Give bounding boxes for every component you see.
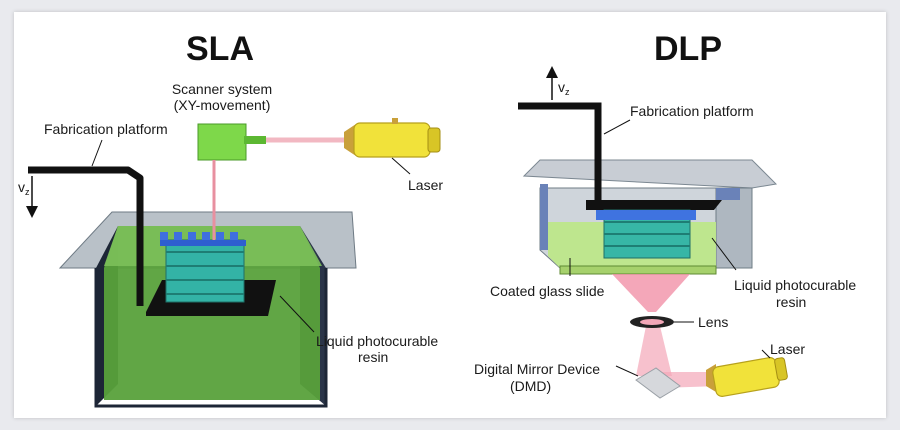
dlp-lens: [630, 316, 674, 328]
sla-fabrication-platform: [26, 166, 144, 306]
sla-scanner-label-1: Scanner system: [172, 81, 272, 97]
sla-platform-leader: [91, 139, 103, 167]
dlp-laser: [706, 357, 788, 397]
dlp-laser-leader: [761, 349, 771, 359]
dlp-dmd-leader: [615, 365, 639, 377]
sla-printed-part: [165, 239, 245, 303]
dlp-beam-lower: [636, 326, 672, 376]
dlp-lens-label: Lens: [698, 314, 728, 330]
dlp-glass-slide: [559, 265, 717, 275]
sla-resin-label-1: Liquid photocurable: [316, 333, 438, 349]
sla-title: SLA: [186, 30, 254, 68]
dlp-fabrication-platform: [518, 66, 722, 210]
dlp-platform-leader: [603, 119, 631, 135]
dlp-resin-label-2: resin: [776, 294, 806, 310]
sla-resin-label-2: resin: [358, 349, 388, 365]
dlp-laser-label: Laser: [770, 341, 805, 357]
sla-vz-label: vz: [18, 179, 30, 197]
dlp-build-plate: [586, 200, 722, 210]
sla-scanner: [197, 123, 346, 240]
dlp-dmd-label-2: (DMD): [510, 378, 551, 394]
dlp-dmd: [635, 367, 681, 399]
sla-laser: [344, 118, 441, 158]
dlp-title: DLP: [654, 30, 722, 68]
sla-laser-label: Laser: [408, 177, 443, 193]
dlp-platform-label: Fabrication platform: [630, 103, 754, 119]
sla-platform-label: Fabrication platform: [44, 121, 168, 137]
sla-scanner-label-2: (XY-movement): [174, 97, 271, 113]
dlp-dmd-label-1: Digital Mirror Device: [474, 361, 600, 377]
dlp-resin-leader: [711, 237, 737, 271]
dlp-resin-label-1: Liquid photocurable: [734, 277, 856, 293]
sla-laser-body: [353, 122, 431, 158]
dlp-vz-label: vz: [558, 79, 570, 97]
dlp-laser-body: [712, 357, 780, 397]
dlp-glass-label: Coated glass slide: [490, 283, 605, 299]
sla-build: [146, 232, 276, 316]
sla-resin-leader: [279, 295, 315, 333]
sla-scanner-box: [197, 123, 247, 161]
dlp-printed-part: [596, 209, 696, 259]
dlp-light-cone: [612, 274, 690, 312]
sla-laser-leader: [391, 157, 411, 175]
